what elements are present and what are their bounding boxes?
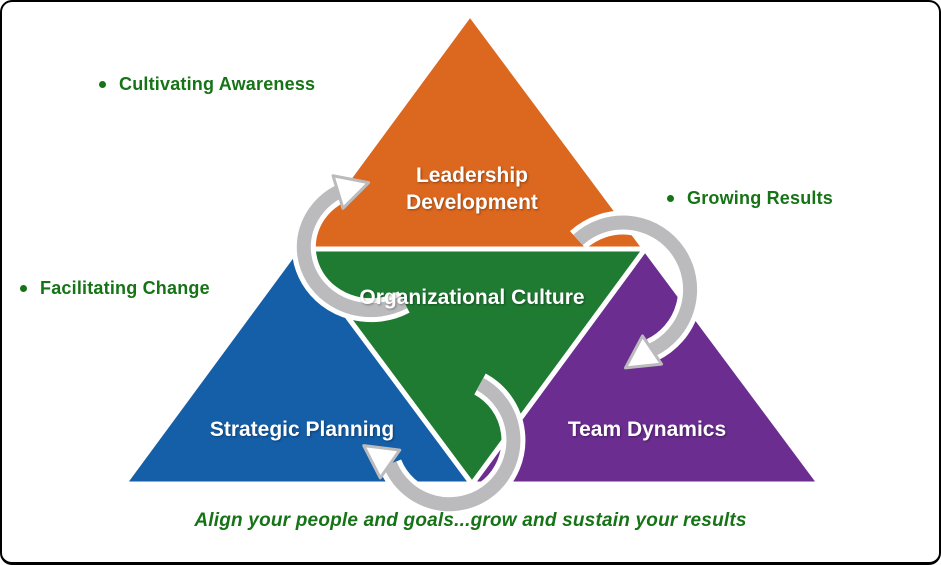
cycle-arrow-left-icon — [362, 373, 526, 517]
bullet-icon — [667, 195, 674, 202]
tagline: Align your people and goals...grow and s… — [194, 510, 747, 531]
cycle-arrow-down-icon — [569, 210, 703, 370]
bullet-icon — [99, 81, 106, 88]
annotation-growing-results: Growing Results — [667, 188, 833, 209]
annotation-cultivating-awareness: Cultivating Awareness — [99, 74, 315, 95]
bullet-icon — [20, 285, 27, 292]
label-team-dynamics: Team Dynamics — [567, 418, 727, 441]
label-strategic-planning: Strategic Planning — [209, 418, 395, 441]
cycle-arrow-up-icon — [291, 174, 410, 323]
label-leadership-development: Leadership Development — [406, 164, 538, 215]
annotation-label: Growing Results — [687, 188, 834, 208]
annotation-label: Cultivating Awareness — [119, 74, 316, 94]
cycle-arrows — [291, 174, 703, 517]
arrowhead-left-icon — [362, 444, 402, 480]
annotation-label: Facilitating Change — [40, 278, 210, 298]
label-organizational-culture: Organizational Culture — [359, 286, 585, 309]
arrowhead-down-left-icon — [623, 334, 664, 370]
arrowhead-up-right-icon — [331, 174, 371, 210]
annotation-facilitating-change: Facilitating Change — [20, 278, 210, 299]
